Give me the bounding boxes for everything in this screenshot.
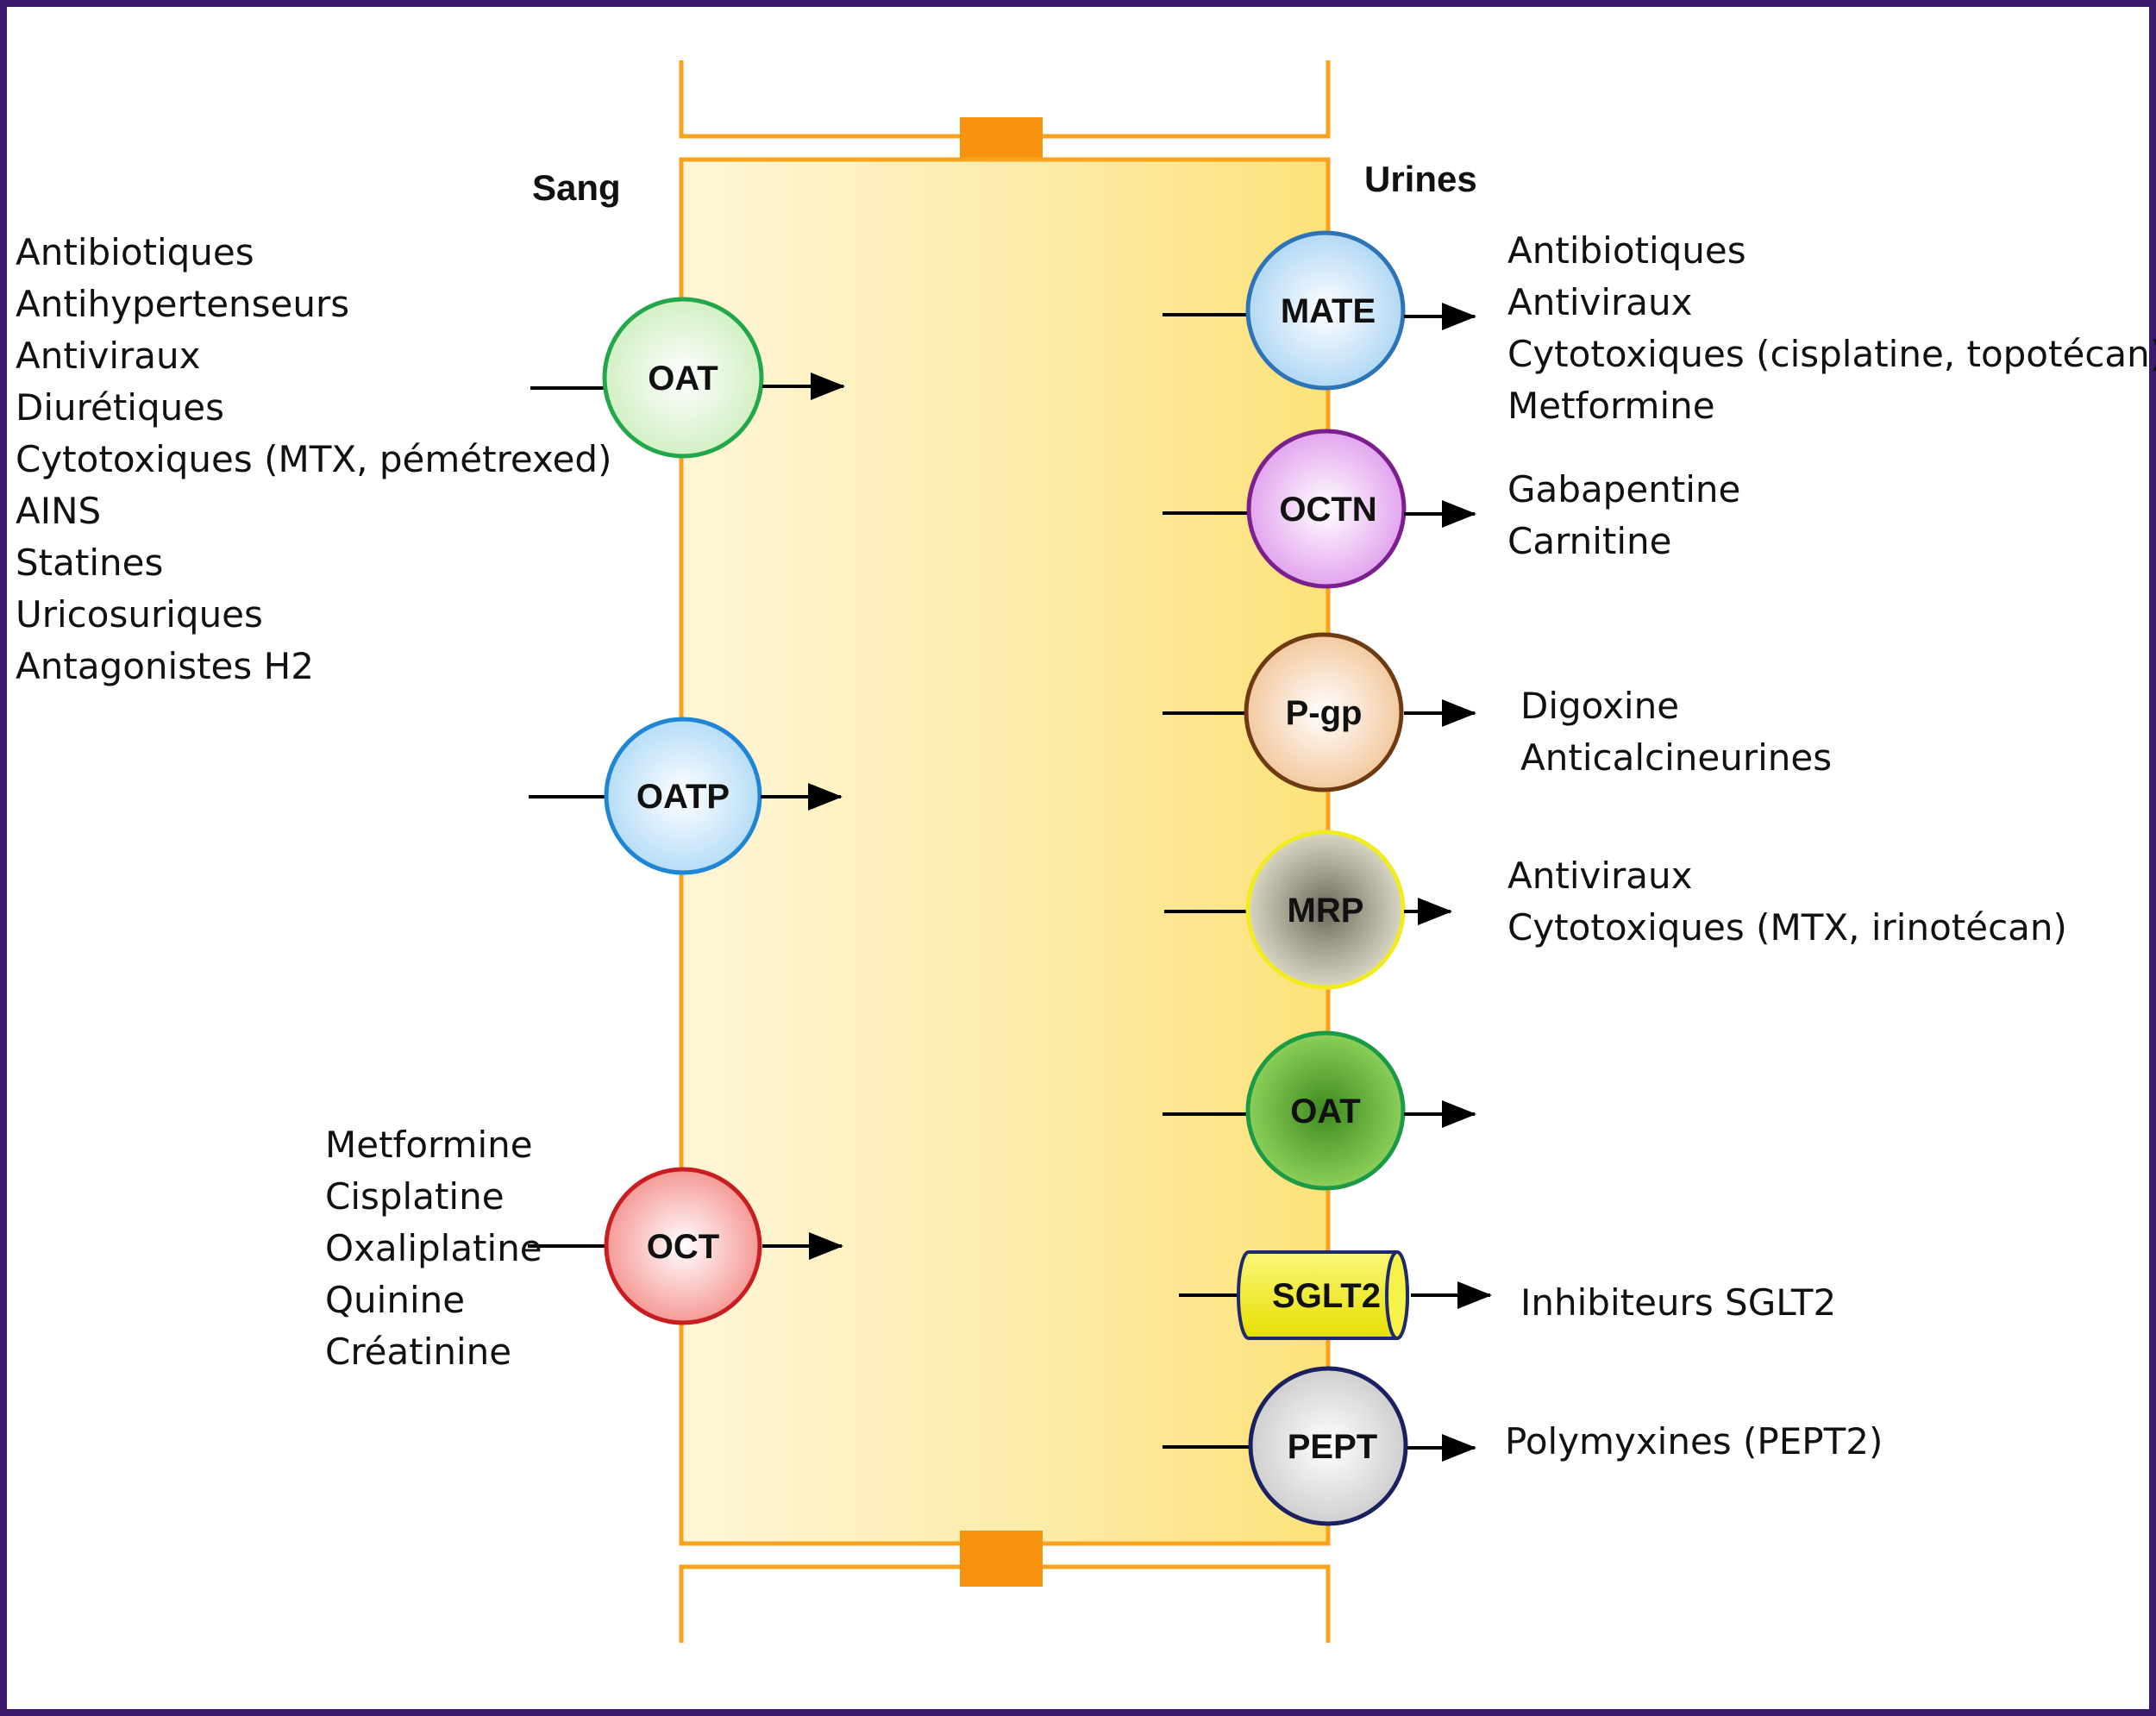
tubular-cell (679, 157, 1331, 1546)
mrp-circle (1245, 830, 1406, 990)
substrate-list-oct: Metformine Cisplatine Oxaliplatine Quini… (325, 1124, 554, 1373)
octn-label: OCTN (1279, 491, 1376, 529)
oatp-circle (604, 717, 762, 875)
substrate-list-pept: Polymyxines (PEPT2) (1505, 1420, 1883, 1462)
oct-circle (604, 1167, 762, 1325)
pgp-label: P-gp (1286, 694, 1363, 732)
transporter-oat-apical: OAT (1163, 1030, 1476, 1191)
transporter-oct: OCT (528, 1167, 843, 1325)
header-sang: Sang (532, 167, 621, 208)
oat-apical-label: OAT (1290, 1093, 1360, 1130)
substrate-list-sglt2: Inhibiteurs SGLT2 (1520, 1281, 1836, 1324)
substrate-list-mate: Antibiotiques Antiviraux Cytotoxiques (c… (1507, 229, 2156, 427)
transporter-mate: MATE (1163, 230, 1476, 391)
transporter-oatp: OATP (529, 717, 843, 875)
transporter-sglt2: SGLT2 (1179, 1250, 1492, 1340)
header-urines: Urines (1364, 159, 1477, 199)
mrp-label: MRP (1288, 892, 1364, 930)
transporter-oat-basal: OAT (530, 297, 845, 459)
oct-label: OCT (647, 1228, 719, 1266)
substrate-list-oat-basal: Antibiotiques Antihypertenseurs Antivira… (16, 231, 624, 687)
oatp-label: OATP (636, 778, 730, 816)
tight-junction-top (679, 60, 1331, 172)
pgp-circle (1244, 632, 1404, 792)
transporter-pgp: P-gp (1163, 632, 1476, 792)
oat-apical-circle (1245, 1030, 1406, 1191)
tight-junction-bottom (679, 1531, 1331, 1643)
substrate-list-mrp: Antiviraux Cytotoxiques (MTX, irinotécan… (1507, 855, 2067, 949)
pept-circle (1248, 1366, 1408, 1526)
substrate-list-pgp: Digoxine Anticalcineurines (1520, 685, 1832, 779)
substrate-list-octn: Gabapentine Carnitine (1507, 468, 1752, 562)
octn-circle (1246, 429, 1407, 589)
mate-circle (1245, 230, 1406, 391)
pept-label: PEPT (1288, 1428, 1377, 1466)
sglt2-cylinder-end (1385, 1250, 1409, 1340)
transporter-octn: OCTN (1163, 429, 1476, 589)
oat-basal-label: OAT (648, 360, 718, 398)
mate-label: MATE (1281, 292, 1376, 330)
transporter-mrp: MRP (1164, 830, 1452, 990)
sglt2-label: SGLT2 (1272, 1277, 1381, 1315)
transporter-pept: PEPT (1163, 1366, 1476, 1526)
oat-basal-circle (602, 297, 764, 459)
